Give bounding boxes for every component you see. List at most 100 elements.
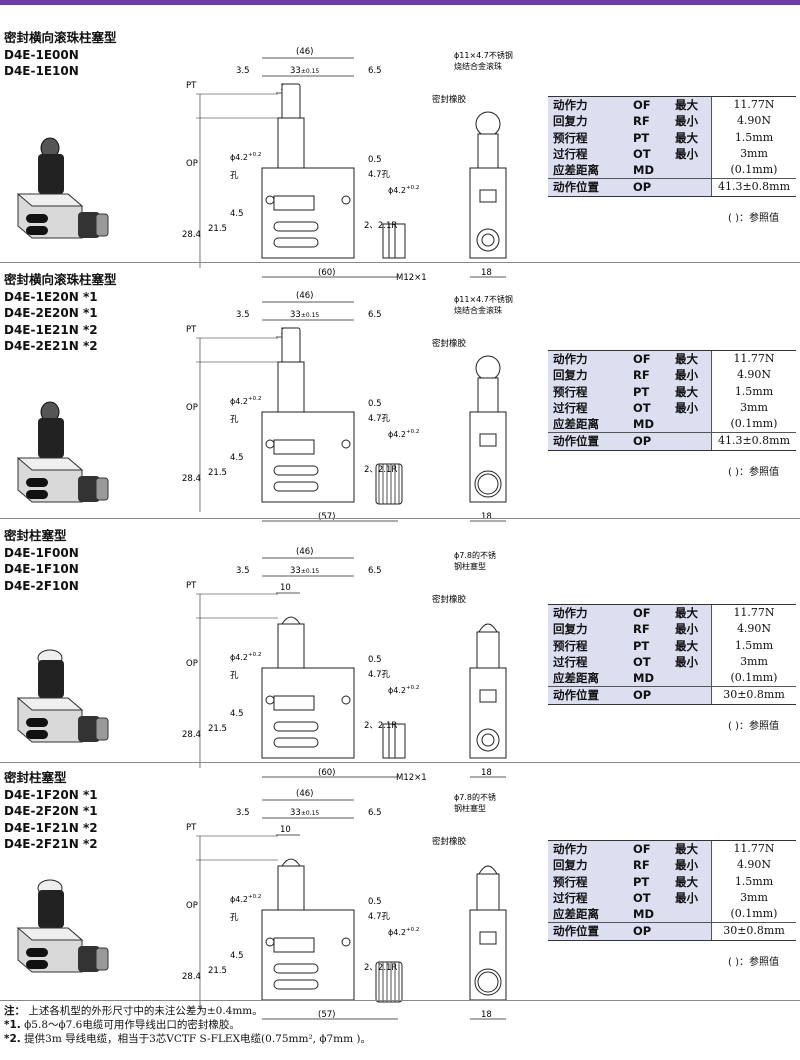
dim-label: 6.5	[368, 66, 382, 76]
model-number: D4E-1E10N	[4, 64, 79, 78]
spec-limit	[671, 416, 712, 433]
spec-limit	[671, 922, 712, 941]
dim-label: 10	[280, 825, 291, 835]
series-name: 密封柱塞型	[4, 528, 67, 543]
footnotes: 注： 上述各机型的外形尺寸中的未注公差为±0.4mm。 *1. ϕ5.8～ϕ7.…	[4, 1004, 371, 1046]
reference-note: ( )：参照值	[728, 467, 779, 478]
spec-code: OT	[621, 145, 671, 163]
spec-row: 动作位置 OP 41.3±0.8mm	[548, 432, 796, 451]
spec-limit: 最大	[671, 604, 712, 622]
spec-code: MD	[621, 162, 671, 179]
spec-limit: 最小	[671, 145, 712, 163]
model-number: D4E-1F00N	[4, 545, 79, 560]
spec-code: RF	[621, 367, 671, 384]
spec-name: 动作位置	[548, 686, 621, 705]
dim-label: 4.7孔	[368, 670, 391, 680]
product-photo	[16, 137, 109, 239]
spec-limit	[671, 686, 712, 705]
spec-limit: 最小	[671, 113, 712, 130]
dim-label: ϕ4.2+0.2	[230, 894, 261, 904]
mount-hole	[341, 439, 351, 449]
spec-value: 3mm	[711, 889, 796, 907]
spec-name: 应差距离	[548, 416, 621, 433]
dim-label: 28.4	[182, 474, 201, 484]
dim-label: 2、2.1R	[364, 465, 397, 475]
dim-label: ϕ4.2+0.2	[230, 396, 261, 406]
spec-name: 动作位置	[548, 922, 621, 941]
dim-label: (46)	[296, 47, 313, 57]
mount-hole	[265, 195, 275, 205]
dim-label: ϕ4.2+0.2	[388, 685, 419, 695]
dim-label: 6.5	[368, 310, 382, 320]
dim-label: 4.5	[230, 951, 244, 961]
dim-label: 2、2.1R	[364, 221, 397, 231]
model-number: D4E-1F20N *1	[4, 787, 98, 802]
model-number: D4E-1E00N	[4, 47, 79, 62]
switch-body	[261, 167, 355, 259]
spec-name: 动作位置	[548, 432, 621, 451]
spec-row: 动作力 OF 最大 11.77N	[548, 840, 796, 858]
spec-name: 动作位置	[548, 178, 621, 197]
spec-limit: 最大	[671, 637, 712, 654]
spec-value: 4.90N	[711, 113, 796, 130]
dim-label: 21.5	[208, 966, 227, 976]
dim-label: 33±0.15	[290, 808, 319, 818]
connector-knurled	[375, 961, 403, 1003]
spec-limit: 最小	[671, 367, 712, 384]
model-number: D4E-1E21N *2	[4, 322, 98, 337]
reference-note: ( )：参照值	[728, 721, 779, 732]
spec-limit	[671, 178, 712, 197]
spec-name: 预行程	[548, 129, 621, 146]
spec-code: OT	[621, 653, 671, 671]
spec-name: 预行程	[548, 873, 621, 890]
footnote-1: *1. ϕ5.8～ϕ7.6电缆可用作导线出口的密封橡胶。	[4, 1019, 240, 1031]
spec-name: 过行程	[548, 399, 621, 417]
dim-label: 10	[280, 583, 291, 593]
spec-limit	[671, 432, 712, 451]
spec-row: 回复力 RF 最小 4.90N	[548, 113, 796, 130]
spec-row: 应差距离 MD (0.1mm)	[548, 906, 796, 923]
spec-code: OF	[621, 350, 671, 368]
spec-row: 动作力 OF 最大 11.77N	[548, 350, 796, 368]
spec-value: 4.90N	[711, 367, 796, 384]
spec-code: OF	[621, 96, 671, 114]
actuator-note: ϕ11×4.7不锈钢	[454, 50, 513, 60]
spec-code: PT	[621, 129, 671, 146]
dim-label: 18	[481, 1010, 492, 1020]
model-footnote-mark: *2	[82, 837, 98, 851]
width-dimension: (60)	[318, 268, 335, 278]
model-footnote-mark: *1	[82, 804, 98, 818]
spec-value: 4.90N	[711, 621, 796, 638]
dim-label: 4.7孔	[368, 170, 391, 180]
spec-name: 回复力	[548, 113, 621, 130]
model-footnote-mark: *1	[82, 289, 98, 304]
spec-row: 过行程 OT 最小 3mm	[548, 145, 796, 163]
reference-note: ( )：参照值	[728, 213, 779, 224]
dim-label: 3.5	[236, 566, 250, 576]
spec-limit: 最小	[671, 857, 712, 874]
dim-label: 孔	[230, 671, 239, 681]
spec-row: 过行程 OT 最小 3mm	[548, 889, 796, 907]
spec-row: 回复力 RF 最小 4.90N	[548, 857, 796, 874]
spec-value: 11.77N	[711, 96, 796, 114]
dim-label: 18	[481, 268, 492, 278]
spec-code: OP	[621, 432, 671, 451]
mount-hole	[341, 195, 351, 205]
dim-label: OP	[186, 403, 198, 413]
dim-label: 2、2.1R	[364, 963, 397, 973]
spec-value: 1.5mm	[711, 637, 796, 654]
model-number: D4E-2E20N *1	[4, 306, 98, 320]
spec-name: 应差距离	[548, 906, 621, 923]
actuator-note: 烧结合金滚珠	[454, 61, 502, 71]
spec-code: OP	[621, 686, 671, 705]
model-footnote-mark: *2	[82, 820, 98, 835]
dim-label: 21.5	[208, 468, 227, 478]
product-photo	[16, 401, 109, 503]
spec-table: 动作力 OF 最大 11.77N 回复力 RF 最小 4.90N 预行程 PT …	[548, 604, 796, 705]
spec-code: OF	[621, 604, 671, 622]
